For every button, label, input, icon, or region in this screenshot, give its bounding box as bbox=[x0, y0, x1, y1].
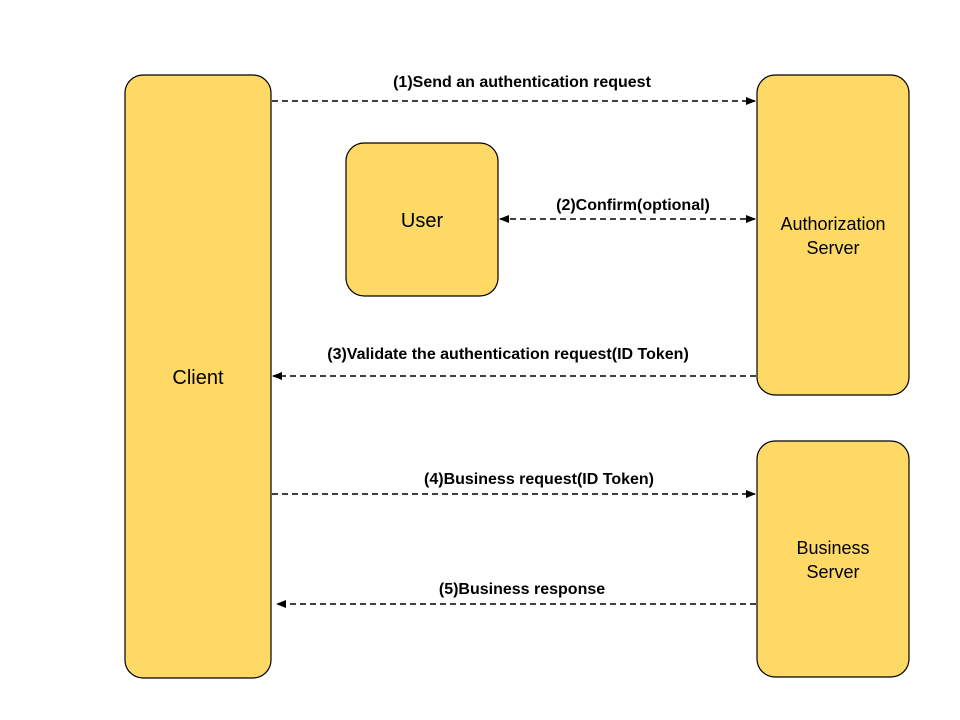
arrow-3-label: (3)Validate the authentication request(I… bbox=[327, 346, 689, 363]
user-node: User bbox=[345, 142, 499, 297]
client-node: Client bbox=[124, 74, 272, 679]
business-server-box bbox=[756, 440, 910, 678]
business-server-node: Business Server bbox=[756, 440, 910, 678]
arrow-1-send-auth-request: (1)Send an authentication request bbox=[272, 74, 756, 105]
arrow-3-validate: (3)Validate the authentication request(I… bbox=[272, 346, 756, 380]
authorization-server-node: Authorization Server bbox=[756, 74, 910, 396]
user-label: User bbox=[401, 210, 444, 232]
client-box bbox=[124, 74, 272, 679]
business-server-label-line2: Server bbox=[806, 562, 859, 582]
arrow-5-label: (5)Business response bbox=[439, 581, 605, 598]
arrow-4-label: (4)Business request(ID Token) bbox=[424, 471, 654, 488]
business-server-label-line1: Business bbox=[796, 538, 869, 558]
arrow-4-business-request: (4)Business request(ID Token) bbox=[272, 471, 756, 498]
arrow-5-business-response: (5)Business response bbox=[276, 581, 756, 608]
arrow-1-label: (1)Send an authentication request bbox=[393, 74, 651, 91]
arrow-2-label: (2)Confirm(optional) bbox=[556, 197, 710, 214]
authorization-server-label-line2: Server bbox=[806, 238, 859, 258]
authorization-server-box bbox=[756, 74, 910, 396]
arrow-2-confirm: (2)Confirm(optional) bbox=[499, 197, 756, 223]
authorization-server-label-line1: Authorization bbox=[780, 214, 885, 234]
user-box bbox=[345, 142, 499, 297]
client-label: Client bbox=[172, 367, 224, 389]
